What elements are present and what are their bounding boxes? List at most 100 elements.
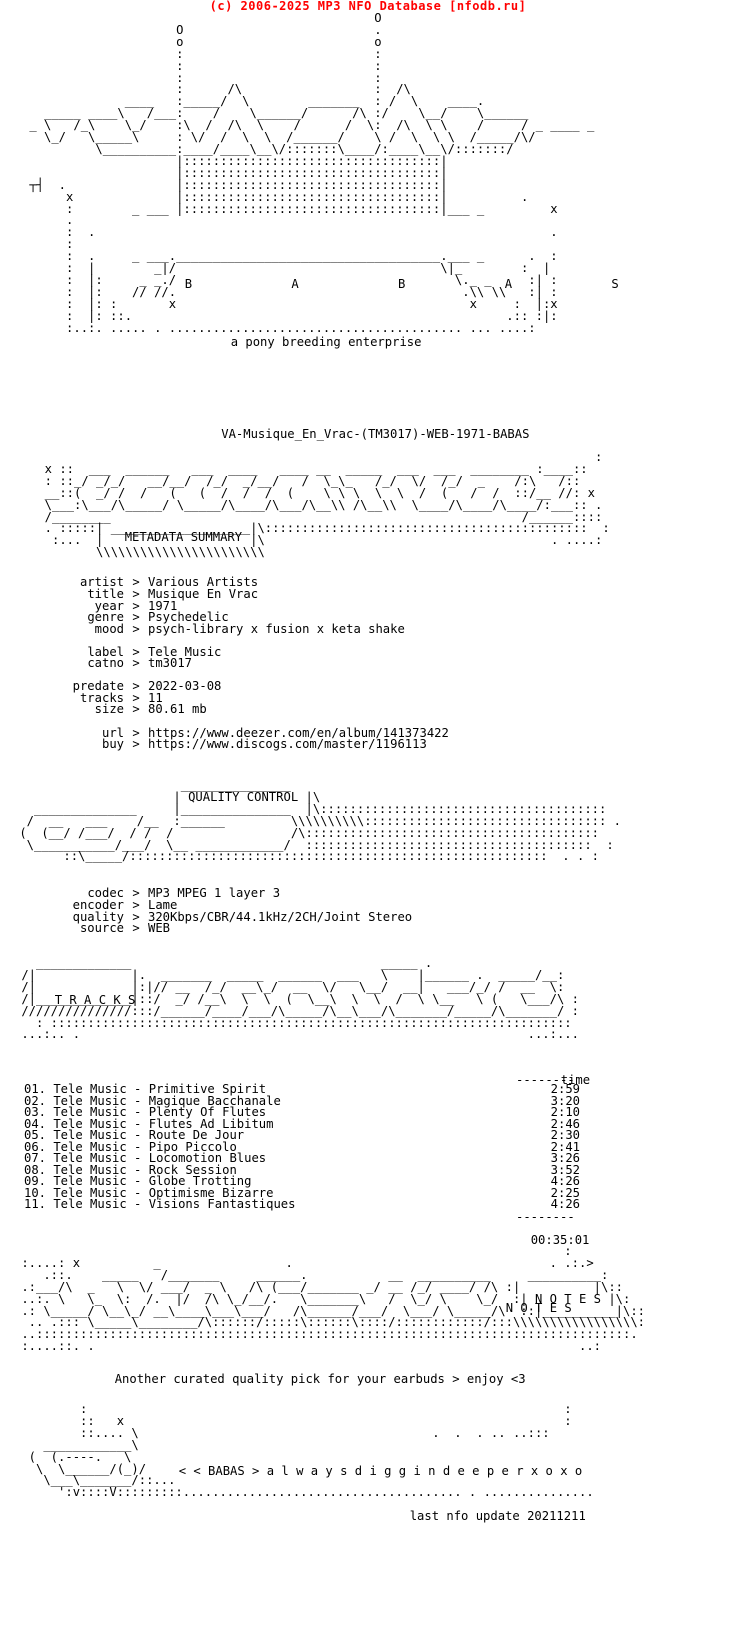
metadata-row-predate: predate>2022-03-08 bbox=[0, 679, 222, 693]
tracks-time-header-text: time bbox=[560, 1073, 591, 1087]
footer-art: : : :: x : ::.... \ bbox=[28, 1402, 594, 1500]
track-title: 05. Tele Music - Route De Jour bbox=[24, 1128, 245, 1142]
tracks-header-art: _____________ _____ . /| |. _______ ____… bbox=[21, 956, 579, 1042]
quality-value: Lame bbox=[148, 898, 178, 912]
metadata-row-year: year >1971 bbox=[0, 599, 178, 613]
metadata-separator: > bbox=[132, 575, 140, 589]
metadata-separator: > bbox=[132, 726, 140, 740]
tracks-time-rule-bottom: -------- bbox=[516, 1210, 575, 1224]
track-row: 07. Tele Music - Locomotion Blues 3:26 bbox=[24, 1152, 580, 1164]
metadata-key: title bbox=[87, 587, 124, 601]
metadata-key: year bbox=[94, 599, 124, 613]
metadata-value: Musique En Vrac bbox=[148, 587, 259, 601]
track-title: 07. Tele Music - Locomotion Blues bbox=[24, 1151, 267, 1165]
metadata-key: tracks bbox=[79, 691, 124, 705]
track-title: 02. Tele Music - Magique Bacchanale bbox=[24, 1094, 281, 1108]
metadata-row-size: size >80.61 mb bbox=[0, 703, 207, 715]
quality-row-source: source>WEB bbox=[0, 922, 170, 934]
track-time: 2:25 bbox=[550, 1186, 580, 1200]
metadata-value[interactable]: https://www.discogs.com/master/1196113 bbox=[148, 737, 427, 751]
metadata-row-title: title>Musique En Vrac bbox=[0, 588, 258, 600]
metadata-separator: > bbox=[132, 737, 140, 751]
metadata-separator: > bbox=[132, 656, 140, 670]
metadata-value: 80.61 mb bbox=[148, 702, 207, 716]
metadata-value: Psychedelic bbox=[148, 610, 229, 624]
quality-key: encoder bbox=[72, 898, 124, 912]
notes-header-art: : :....: x _ . . .:.> .::. _____ /______… bbox=[21, 1244, 646, 1354]
metadata-separator: > bbox=[132, 679, 140, 693]
metadata-key: catno bbox=[87, 656, 124, 670]
nfodb-header-link[interactable]: (c) 2006-2025 MP3 NFO Database [nfodb.ru… bbox=[209, 0, 527, 13]
quality-header-art: _______________ | QUALITY CONTROL |\ ___… bbox=[19, 778, 622, 864]
metadata-row-genre: genre > Psychedelic bbox=[0, 610, 229, 624]
quality-value: 320Kbps/CBR/44.1kHz/2CH/Joint Stereo bbox=[148, 910, 413, 924]
track-time: 2:59 bbox=[550, 1082, 580, 1096]
group-letters-text: B A B A S bbox=[184, 277, 665, 291]
metadata-separator: > bbox=[132, 599, 140, 613]
footer-slogan-text: < < BABAS > a l w a y s d i g g i n d e … bbox=[178, 1464, 583, 1478]
notes-section-title-text: N O T E S bbox=[505, 1301, 572, 1315]
metadata-separator: > bbox=[132, 691, 140, 705]
tracks-total: 00:35:01 bbox=[516, 1222, 590, 1247]
metadata-value: Tele Music bbox=[148, 645, 222, 659]
release-name-text: VA-Musique_En_Vrac-(TM3017)-WEB-1971-BAB… bbox=[221, 427, 530, 441]
metadata-row-url: url > https://www.deezer.com/en/album/1413… bbox=[0, 727, 449, 739]
track-time: 2:30 bbox=[550, 1128, 580, 1142]
tracks-section-title: T R A C K S bbox=[40, 982, 136, 1007]
metadata-value: Various Artists bbox=[148, 575, 259, 589]
metadata-value: psych-library x fusion x keta shake bbox=[148, 622, 405, 636]
quality-row-codec: codec > MP3 MPEG 1 layer 3 bbox=[0, 887, 280, 899]
metadata-key: size bbox=[94, 702, 124, 716]
track-time: 2:41 bbox=[550, 1140, 580, 1154]
notes-text-content: Another curated quality pick for your ea… bbox=[114, 1372, 526, 1386]
metadata-section-title: METADATA SUMMARY bbox=[110, 519, 242, 543]
track-title: 03. Tele Music - Plenty Of Flutes bbox=[24, 1105, 267, 1119]
quality-separator: > bbox=[132, 898, 140, 912]
metadata-separator: > bbox=[132, 702, 140, 716]
metadata-row-mood: mood>psych-library x fusion x keta shake bbox=[0, 623, 405, 635]
track-title: 08. Tele Music - Rock Session bbox=[24, 1163, 237, 1177]
quality-separator: > bbox=[132, 921, 140, 935]
tracks-section-title-text: T R A C K S bbox=[54, 993, 136, 1007]
track-title: 06. Tele Music - Pipo Piccolo bbox=[24, 1140, 237, 1154]
metadata-row-label: label > Tele Music bbox=[0, 646, 221, 658]
metadata-key: artist bbox=[79, 575, 124, 589]
metadata-section-title-text: METADATA SUMMARY bbox=[124, 530, 243, 544]
tracks-time-header: time bbox=[546, 1062, 590, 1086]
quality-key: codec bbox=[87, 886, 124, 900]
release-name: VA-Musique_En_Vrac-(TM3017)-WEB-1971-BAB… bbox=[0, 416, 736, 440]
babas-logo-art: O O . o o : : : bbox=[29, 11, 595, 335]
footer-slogan: < < BABAS > a l w a y s d i g g i n d e … bbox=[164, 1453, 583, 1478]
quality-row-encoder: encoder > Lame bbox=[0, 898, 178, 912]
metadata-value[interactable]: https://www.deezer.com/en/album/14137342… bbox=[148, 726, 449, 740]
quality-separator: > bbox=[132, 886, 140, 900]
track-title: 04. Tele Music - Flutes Ad Libitum bbox=[24, 1117, 274, 1131]
metadata-value: 1971 bbox=[148, 599, 178, 613]
metadata-key: label bbox=[87, 645, 124, 659]
tracks-time-rule-top: -------- bbox=[516, 1073, 575, 1087]
metadata-separator: > bbox=[132, 610, 140, 624]
metadata-key: genre bbox=[87, 610, 124, 624]
metadata-header-art: : x :: ___ ______ ___ ____ ____ __ _____… bbox=[44, 450, 610, 560]
metadata-key: mood bbox=[94, 622, 124, 636]
quality-value: WEB bbox=[148, 921, 171, 935]
quality-value: MP3 MPEG 1 layer 3 bbox=[148, 886, 281, 900]
metadata-separator: > bbox=[132, 645, 140, 659]
track-title: 10. Tele Music - Optimisme Bizarre bbox=[24, 1186, 274, 1200]
track-time: 4:26 bbox=[550, 1197, 580, 1211]
group-letters: B A B A S bbox=[170, 266, 665, 290]
logo-tagline: a pony breeding enterprise bbox=[216, 324, 422, 348]
track-time: 3:26 bbox=[550, 1151, 580, 1165]
notes-section-title: N O T E S bbox=[491, 1290, 572, 1314]
metadata-key: url bbox=[101, 726, 124, 740]
tracks-total-text: 00:35:01 bbox=[530, 1233, 590, 1247]
metadata-row-tracks: tracks>11 bbox=[0, 692, 163, 704]
track-row: 10. Tele Music - Optimisme Bizarre 2:25 bbox=[24, 1187, 580, 1199]
quality-separator: > bbox=[132, 910, 140, 924]
metadata-key: predate bbox=[72, 679, 124, 693]
